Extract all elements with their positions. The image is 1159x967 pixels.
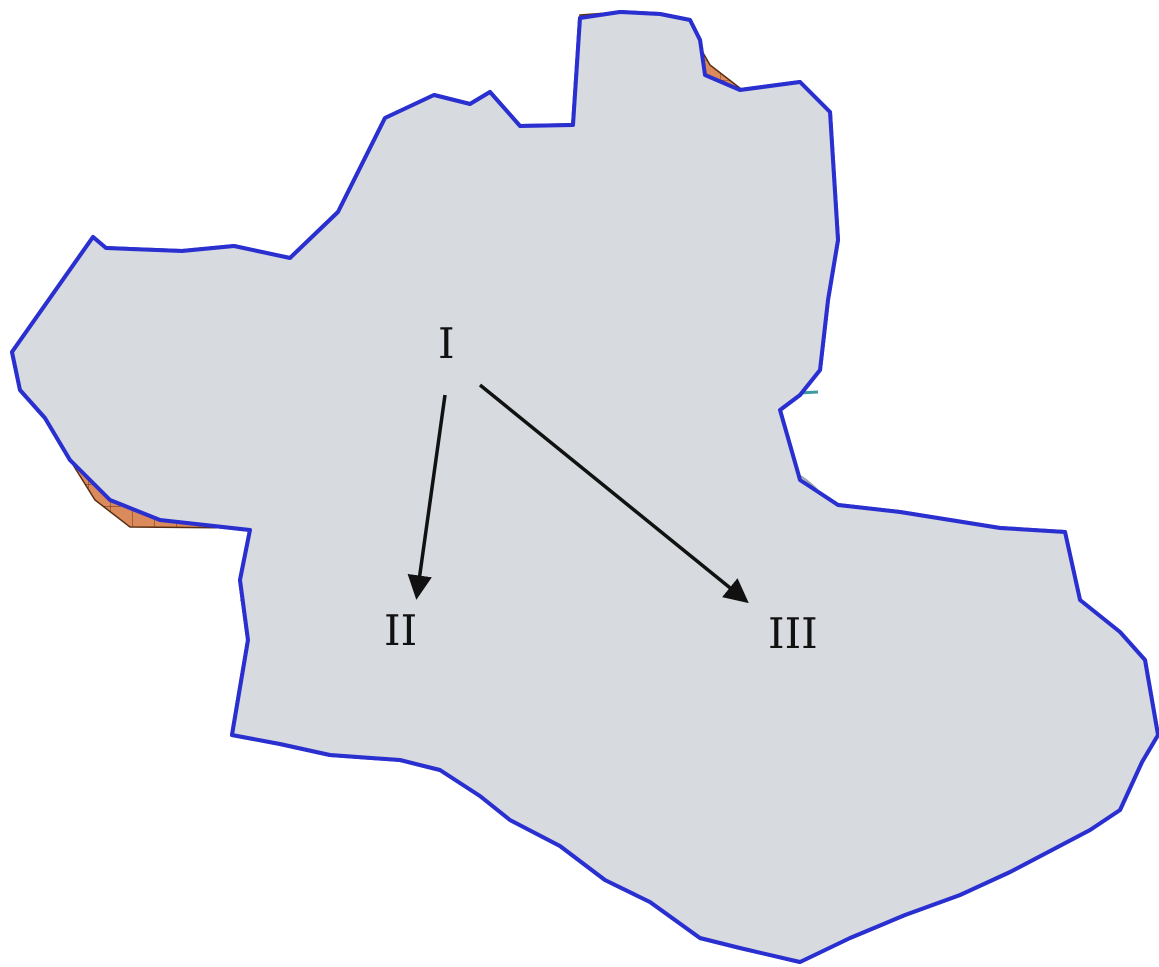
arrows	[407, 383, 749, 604]
zone-label-i: I	[438, 319, 455, 368]
arrow-i-to-ii	[407, 394, 447, 600]
zone-label-ii: II	[384, 606, 417, 655]
arrow-i-to-iii	[478, 383, 749, 604]
zone-label-iii: III	[768, 609, 818, 658]
